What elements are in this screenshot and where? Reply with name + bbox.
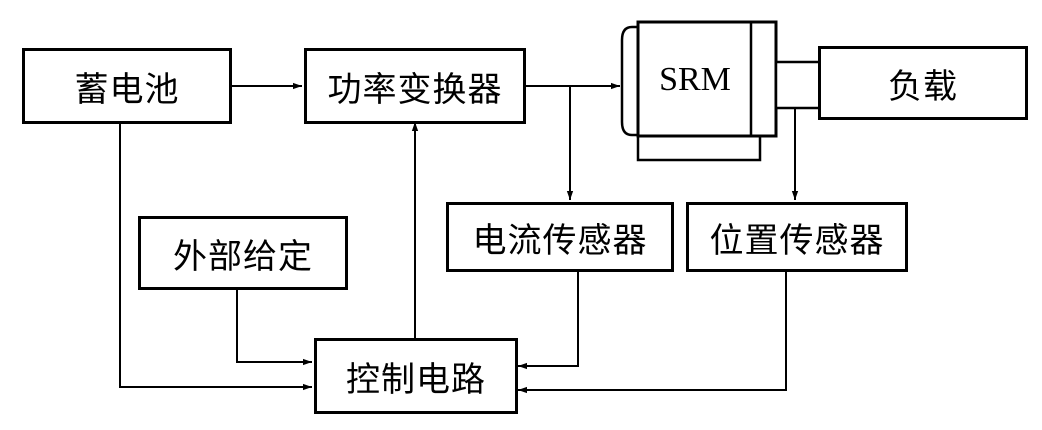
position-sensor-label: 位置传感器 [709, 220, 885, 261]
battery-label: 蓄电池 [74, 69, 180, 110]
motor-label: SRM [659, 61, 731, 98]
control-circuit-block: 控制电路 [314, 338, 518, 414]
position-sensor-block: 位置传感器 [686, 202, 908, 272]
wire-position-sensor-to-control [518, 270, 787, 394]
current-sensor-label: 电流传感器 [472, 220, 648, 261]
wire-battery-to-control [119, 122, 312, 391]
control-circuit-label: 控制电路 [346, 359, 486, 400]
wire-setpoint-to-control [236, 290, 312, 366]
external-setpoint-block: 外部给定 [138, 216, 348, 290]
current-sensor-block: 电流传感器 [446, 202, 674, 272]
srm-motor-body [620, 20, 822, 162]
external-setpoint-label: 外部给定 [173, 236, 313, 277]
wire-current-sensor-to-control [518, 270, 579, 370]
motor-label-area: SRM [640, 50, 750, 110]
battery-block: 蓄电池 [22, 48, 232, 124]
load-label: 负载 [888, 66, 958, 107]
power-converter-label: 功率变换器 [327, 69, 503, 110]
power-converter-block: 功率变换器 [304, 48, 526, 124]
load-block: 负载 [818, 46, 1028, 120]
